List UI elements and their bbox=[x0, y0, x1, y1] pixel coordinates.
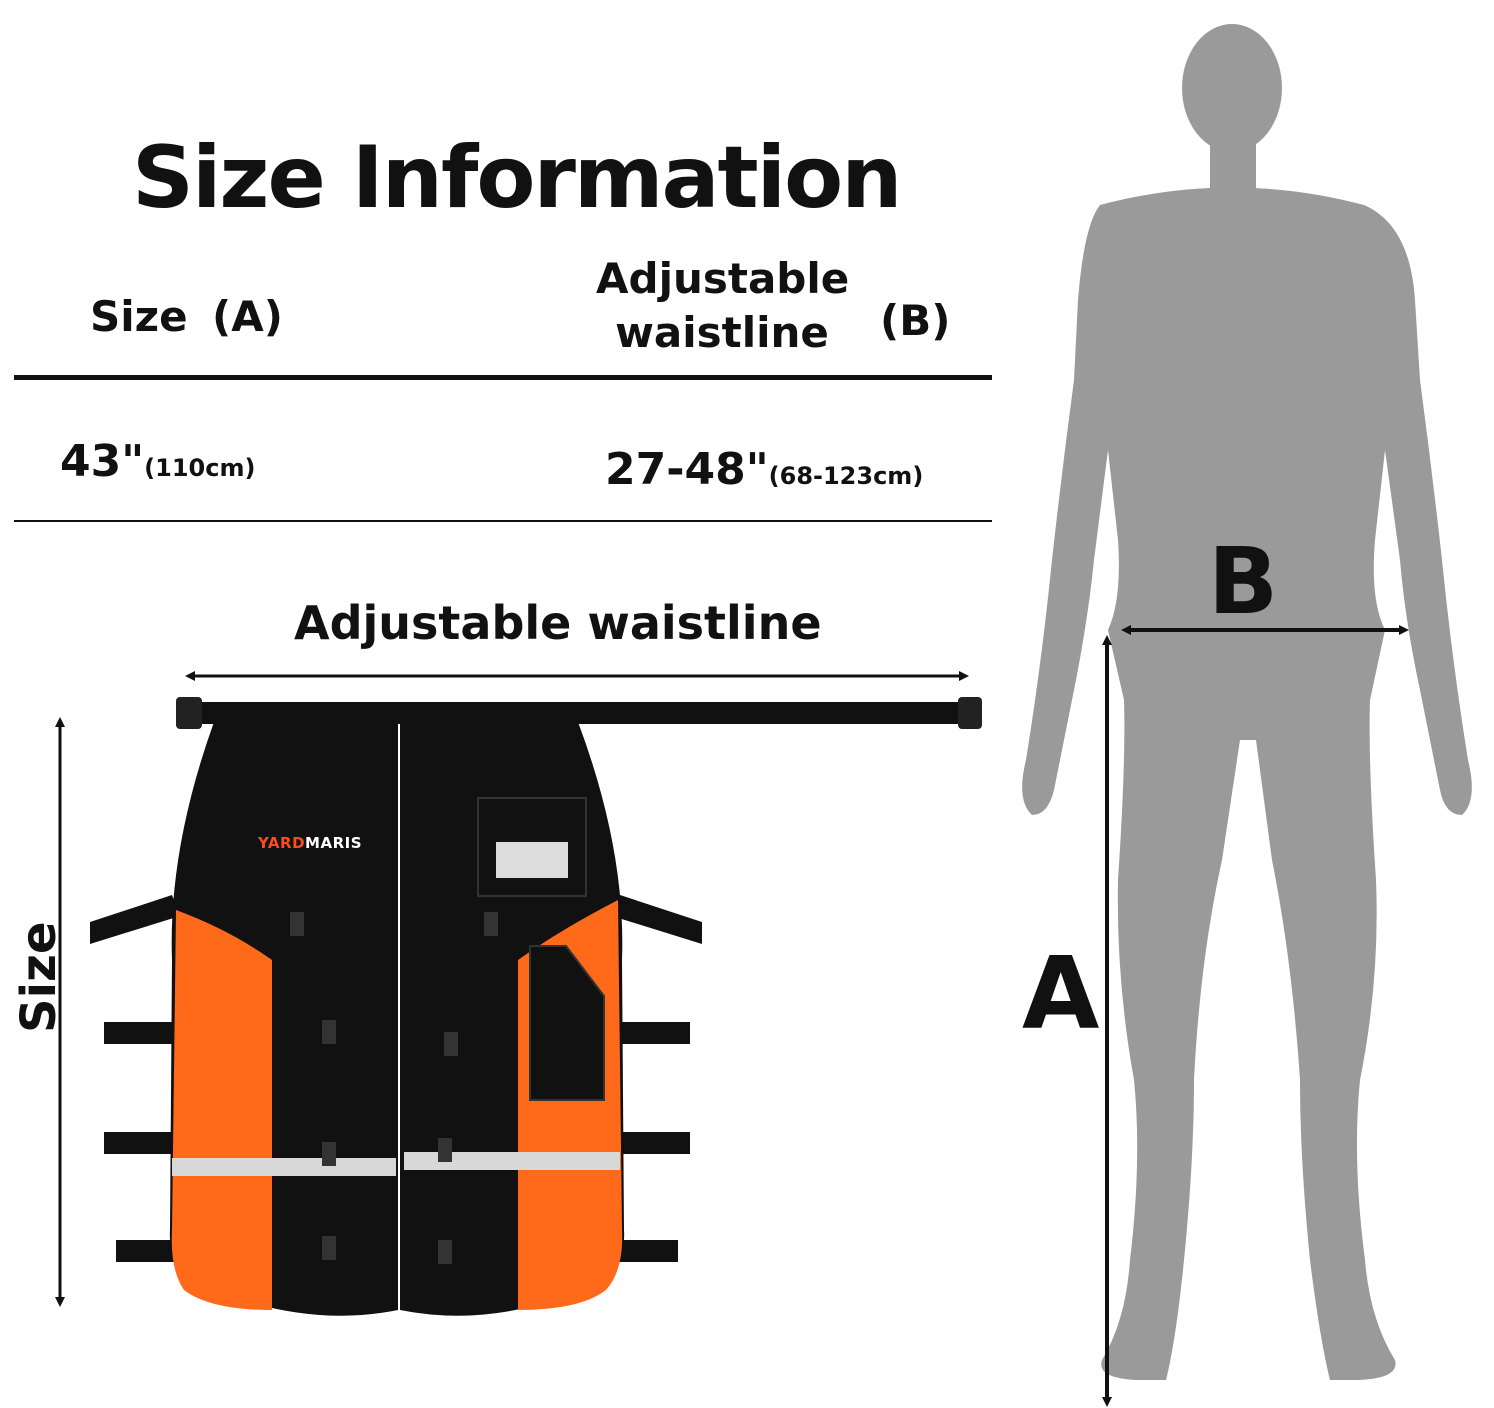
right-reflective-stripe bbox=[404, 1152, 620, 1170]
header-waistline-line2: waistline bbox=[615, 308, 829, 357]
header-size: Size bbox=[90, 292, 188, 341]
size-value-cm: (110cm) bbox=[144, 454, 256, 482]
left-leg-orange-panel bbox=[171, 910, 272, 1310]
leg-buckles bbox=[290, 912, 498, 1264]
brand-logo-prefix: YARD bbox=[258, 834, 306, 852]
table-bottom-divider bbox=[14, 520, 992, 522]
size-value-inches: 43" bbox=[60, 436, 145, 487]
header-waistline-line1: Adjustable bbox=[596, 254, 850, 303]
certification-label bbox=[496, 842, 568, 878]
waist-value: 27-48"(68-123cm) bbox=[605, 444, 923, 495]
waist-belt bbox=[176, 702, 976, 724]
waist-label-b: B bbox=[1208, 528, 1279, 635]
header-size-letter: (A) bbox=[212, 292, 283, 341]
human-silhouette bbox=[1022, 24, 1472, 1380]
header-waistline: Adjustable waistline bbox=[596, 252, 850, 360]
page-title: Size Information bbox=[132, 128, 902, 228]
waist-value-inches: 27-48" bbox=[605, 444, 769, 495]
left-reflective-stripe bbox=[172, 1158, 396, 1176]
size-value: 43"(110cm) bbox=[60, 436, 255, 487]
belt-buckle-right bbox=[958, 697, 982, 729]
belt-buckle-left bbox=[176, 697, 202, 729]
brand-logo: YARDMARIS bbox=[258, 834, 362, 852]
side-pocket bbox=[529, 945, 605, 1101]
header-waist-letter: (B) bbox=[880, 296, 951, 345]
brand-logo-suffix: MARIS bbox=[305, 834, 363, 852]
height-label-a: A bbox=[1022, 935, 1100, 1052]
waist-value-cm: (68-123cm) bbox=[768, 462, 924, 490]
waistline-caption: Adjustable waistline bbox=[294, 596, 822, 650]
chaps-product bbox=[90, 697, 982, 1316]
table-header-divider bbox=[14, 375, 992, 380]
side-straps bbox=[90, 895, 702, 1262]
